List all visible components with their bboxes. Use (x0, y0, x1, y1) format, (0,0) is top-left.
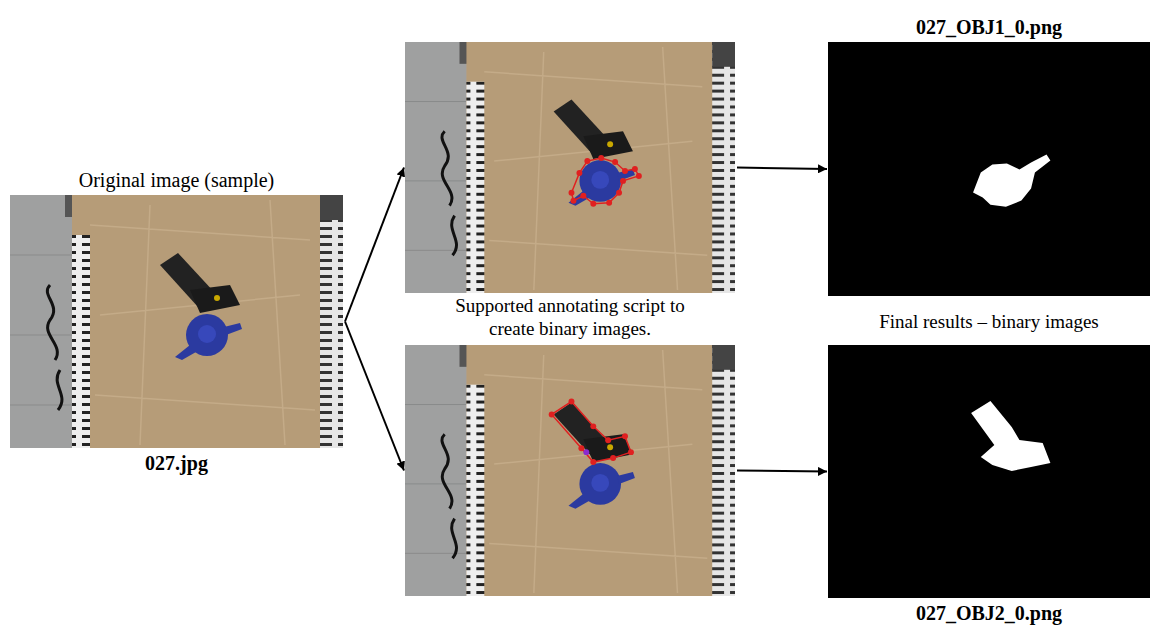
binary-mask (828, 42, 1150, 296)
flow-arrow (737, 168, 827, 170)
flow-arrow (345, 322, 404, 471)
flow-arrow (345, 168, 404, 322)
file-name: 027_OBJ2_0.png (788, 601, 1154, 625)
image-panel (405, 42, 735, 293)
image-panel: Original image (sample)027.jpg (10, 195, 343, 448)
image-panel: 027_OBJ2_0.png (828, 345, 1150, 598)
file-name: 027.jpg (0, 451, 383, 475)
image-panel: 027_OBJ1_0.png (828, 42, 1150, 296)
panel-title: Original image (sample) (0, 168, 383, 192)
flow-arrow (737, 471, 827, 472)
image-panel (405, 345, 735, 596)
caption-text: Supported annotating script to create bi… (452, 294, 688, 340)
caption-text: Final results – binary images (839, 310, 1139, 333)
binary-mask (828, 345, 1150, 598)
file-name: 027_OBJ1_0.png (788, 15, 1154, 39)
annotated-photo (405, 42, 735, 293)
annotated-photo (405, 345, 735, 596)
photo (10, 195, 343, 448)
